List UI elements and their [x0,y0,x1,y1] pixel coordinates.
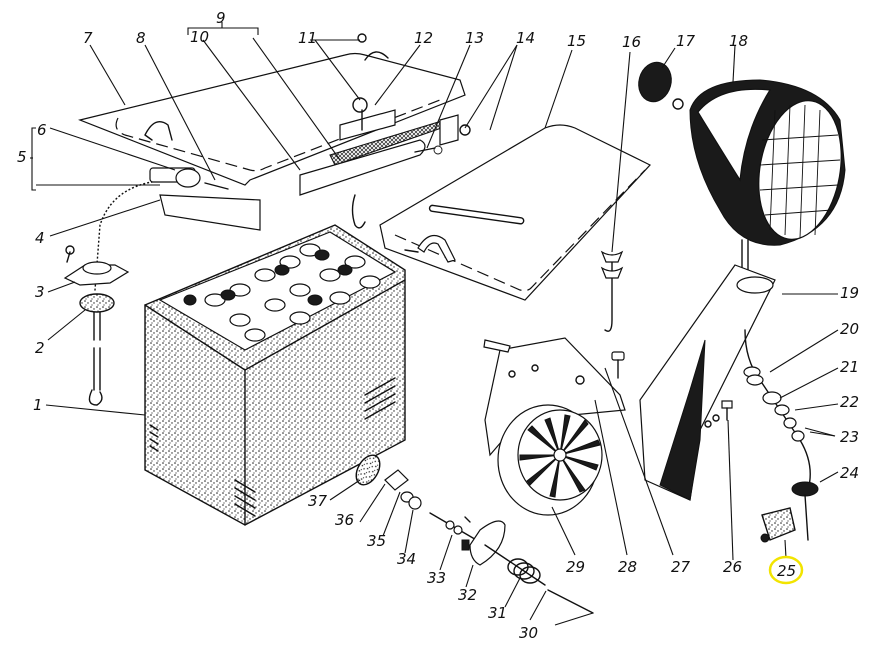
callout-31: 31 [488,604,507,622]
callout-3: 3 [35,283,45,301]
callout-7: 7 [83,29,93,47]
hook-bolt [600,250,624,332]
battery-cable [93,167,261,291]
callout-19: 19 [840,284,859,302]
ground-strap [299,114,471,229]
battery [144,224,406,526]
callout-35: 35 [367,532,386,550]
switch-assembly [355,454,594,614]
callout-6: 6 [37,121,47,139]
callout-20: 20 [840,320,859,338]
headlight [638,61,846,276]
battery-ribs [149,377,396,517]
horn-bracket [483,337,626,457]
callout-13: 13 [465,29,484,47]
callout-33: 33 [427,569,446,587]
callout-32: 32 [458,586,477,604]
connector-block [760,507,796,543]
callout-15: 15 [567,32,586,50]
callout-1: 1 [33,396,43,414]
callout-10: 10 [190,28,209,46]
callout-14: 14 [516,29,535,47]
battery-cells [183,243,381,342]
callout-labels: 1 2 3 4 5 6 7 8 9 10 11 12 13 14 15 16 1… [17,9,859,642]
callout-29: 29 [566,558,585,576]
callout-37: 37 [308,492,328,510]
callout-21: 21 [840,358,859,376]
callout-5: 5 [17,148,27,166]
callout-34: 34 [397,550,416,568]
callout-11: 11 [298,29,317,47]
callout-22: 22 [840,393,859,411]
callout-18: 18 [729,32,748,50]
callout-17: 17 [676,32,696,50]
callout-30: 30 [519,624,538,642]
callout-24: 24 [840,464,859,482]
bracket-bolt [704,400,733,428]
callout-8: 8 [136,29,146,47]
callout-12: 12 [414,29,433,47]
leader-lines [30,22,839,626]
battery-tray-cover [379,124,651,301]
cable-flange [63,245,130,286]
battery-cover [78,52,466,186]
callout-9: 9 [216,9,226,27]
callout-16: 16 [622,33,641,51]
headlight-wire-hardware [743,329,819,541]
callout-4: 4 [35,229,45,247]
callout-28: 28 [618,558,637,576]
highlight-circle [768,555,804,585]
rubber-grommet [79,293,115,406]
horn-grille [519,414,601,498]
callout-26: 26 [723,558,742,576]
hold-down-bracket [339,33,396,141]
callout-2: 2 [35,339,45,357]
callout-25: 25 [777,562,796,580]
lens-grid [759,104,841,239]
callout-27: 27 [671,558,691,576]
headlight-bracket [639,264,776,501]
horn [497,404,603,516]
callout-23: 23 [840,428,859,446]
callout-36: 36 [335,511,354,529]
